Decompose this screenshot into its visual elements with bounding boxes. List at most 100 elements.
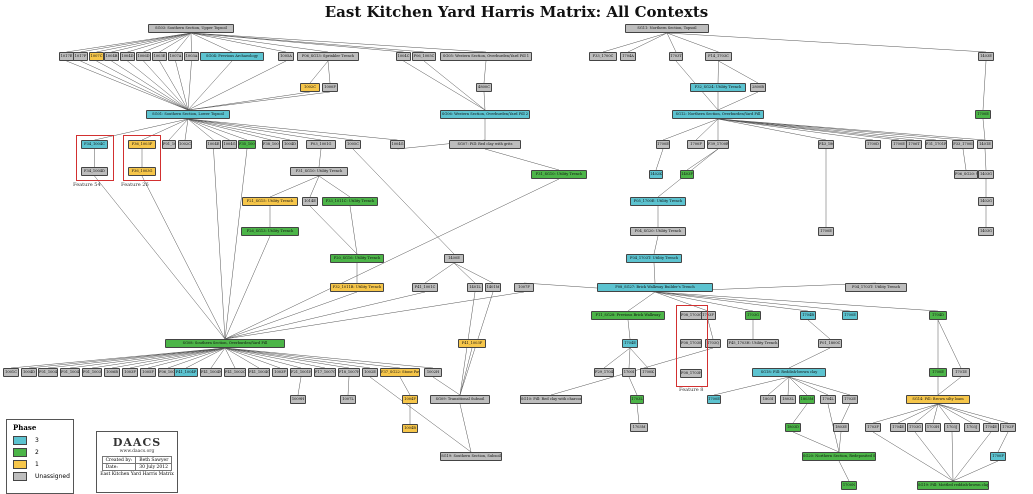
stratigraphic-edge bbox=[190, 32, 192, 53]
context-node: 1704D bbox=[929, 311, 947, 320]
context-node: 1004B bbox=[402, 424, 418, 433]
stratigraphic-edge bbox=[224, 347, 401, 369]
stratigraphic-edge bbox=[424, 262, 455, 284]
stratigraphic-edge bbox=[695, 118, 719, 141]
stratigraphic-edge bbox=[190, 32, 425, 53]
stratigraphic-edge bbox=[185, 347, 226, 369]
context-node: F04_1703T: Utility Trench bbox=[626, 254, 682, 263]
context-node: F06_1005C bbox=[412, 52, 436, 61]
context-node: F21_1001H bbox=[290, 368, 312, 377]
stratigraphic-edge bbox=[483, 60, 487, 84]
context-node: 1704E bbox=[622, 339, 638, 348]
stratigraphic-edge bbox=[807, 319, 831, 340]
context-node: SG11: Northern Section, Topsoil bbox=[625, 24, 709, 33]
legend-label: 3 bbox=[35, 436, 39, 444]
context-node: F08_1703H bbox=[680, 369, 702, 378]
context-node: 1005A bbox=[278, 52, 294, 61]
context-node: F01_1800C bbox=[818, 339, 842, 348]
stratigraphic-edge bbox=[111, 32, 192, 53]
context-node: 1004G bbox=[222, 140, 237, 149]
context-node: F11_SG28: Previous Brick Walkway bbox=[591, 311, 665, 320]
context-node: 1703G bbox=[745, 311, 761, 320]
context-node: 1704A bbox=[620, 52, 636, 61]
context-node: 1006B bbox=[104, 368, 120, 377]
stratigraphic-edge bbox=[627, 319, 631, 340]
stratigraphic-edge bbox=[184, 118, 189, 141]
context-node: F41_1004N bbox=[200, 368, 222, 377]
stratigraphic-edge bbox=[187, 60, 192, 111]
context-node: 1703Q bbox=[705, 339, 721, 348]
context-node: F43_1804C bbox=[818, 140, 834, 149]
context-node: F01_1004F bbox=[38, 368, 58, 377]
stratigraphic-edge bbox=[914, 431, 954, 482]
context-node: 1700N bbox=[841, 481, 857, 490]
stratigraphic-edge bbox=[349, 205, 358, 255]
stratigraphic-edge bbox=[629, 347, 649, 369]
stratigraphic-edge bbox=[352, 148, 455, 255]
context-node: F08_1703S bbox=[680, 339, 702, 348]
context-node: 1403F bbox=[680, 170, 694, 179]
context-node: F31_SG10: Utility Trench bbox=[290, 167, 348, 176]
stratigraphic-edge bbox=[932, 403, 939, 424]
stratigraphic-edge bbox=[66, 32, 192, 53]
context-node: 1403G bbox=[978, 227, 994, 236]
context-node: SG07: Fill: Red clay with grits bbox=[449, 140, 521, 149]
context-node: F29_1704F bbox=[594, 368, 614, 377]
stratigraphic-edge bbox=[788, 376, 808, 396]
stratigraphic-edge bbox=[187, 91, 331, 111]
stratigraphic-edge bbox=[666, 32, 987, 53]
stratigraphic-edge bbox=[788, 376, 851, 396]
legend-swatch bbox=[13, 435, 27, 445]
context-node: 1002H bbox=[424, 368, 442, 377]
credits-value: Beth Sawyer bbox=[135, 456, 173, 464]
context-node: F18_1007H bbox=[338, 368, 360, 377]
stratigraphic-edge bbox=[159, 60, 189, 111]
stratigraphic-edge bbox=[190, 32, 487, 53]
feature-group-box bbox=[676, 305, 708, 387]
context-node: 1005F bbox=[140, 368, 156, 377]
stratigraphic-edge bbox=[654, 291, 809, 312]
stratigraphic-edge bbox=[459, 403, 472, 453]
stratigraphic-edge bbox=[984, 148, 987, 171]
stratigraphic-edge bbox=[840, 403, 851, 424]
stratigraphic-edge bbox=[788, 347, 831, 369]
context-node: 1700I bbox=[622, 368, 636, 377]
context-node: 1700D bbox=[865, 140, 881, 149]
context-node: F41_1004P bbox=[174, 368, 198, 377]
stratigraphic-edge bbox=[603, 347, 631, 369]
stratigraphic-edge bbox=[69, 347, 226, 369]
stratigraphic-edge bbox=[187, 118, 398, 141]
context-node: F41_1004G bbox=[248, 368, 270, 377]
context-node: F36_1003G bbox=[128, 167, 156, 176]
stratigraphic-edge bbox=[224, 347, 260, 369]
context-node: 1702E bbox=[842, 395, 858, 404]
context-node: 1006D bbox=[136, 52, 151, 61]
stratigraphic-edge bbox=[224, 347, 434, 369]
stratigraphic-edge bbox=[297, 376, 302, 396]
stratigraphic-edge bbox=[167, 347, 226, 369]
context-node: F14_1703C bbox=[705, 52, 732, 61]
stratigraphic-edge bbox=[717, 118, 900, 141]
context-node: 1002E bbox=[362, 368, 378, 377]
context-node: SG14: Fill: Brown silty loam bbox=[906, 395, 970, 404]
stratigraphic-edge bbox=[453, 262, 494, 284]
context-node: F17_1007G bbox=[314, 368, 336, 377]
website-text: www.daacs.org bbox=[119, 449, 155, 454]
feature-label: Feature 26 bbox=[121, 182, 149, 188]
context-node: SG18: Fill: Reddish-brown clay bbox=[752, 368, 826, 377]
stratigraphic-edge bbox=[10, 347, 226, 369]
context-node: F34_1004C bbox=[81, 140, 108, 149]
context-node: F04_SG20: Utility Trench bbox=[630, 227, 686, 236]
context-node: 1005C bbox=[345, 140, 361, 149]
stratigraphic-edge bbox=[483, 91, 486, 111]
context-node: F21_SG15: Utility Trench bbox=[242, 197, 298, 206]
stratigraphic-edge bbox=[190, 32, 404, 53]
context-node: F01_1003G bbox=[162, 140, 176, 149]
stratigraphic-edge bbox=[717, 118, 874, 141]
context-node: F01_1003C bbox=[82, 368, 102, 377]
stratigraphic-edge bbox=[66, 60, 189, 111]
stratigraphic-edge bbox=[666, 32, 677, 53]
stratigraphic-edge bbox=[432, 376, 461, 396]
context-node: SG19: Southern Section, Subsoil bbox=[440, 452, 502, 461]
